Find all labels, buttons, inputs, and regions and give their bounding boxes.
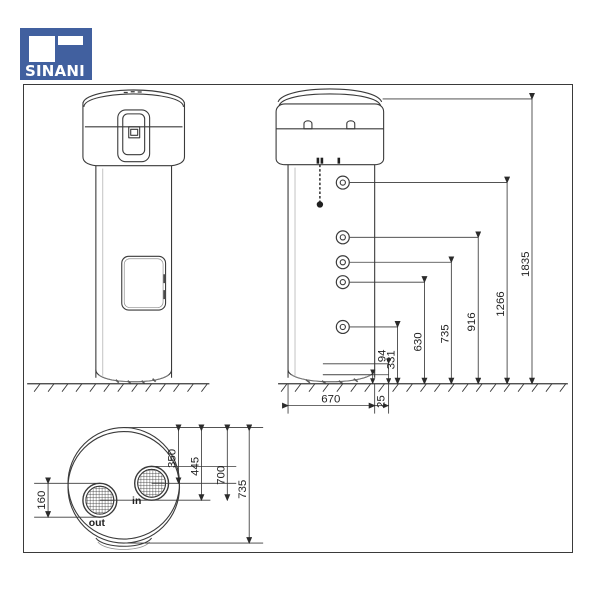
top-plan-view [34,424,264,550]
dim-label-735: 735 [439,324,451,343]
dim-label-445: 445 [189,457,201,476]
dimension-labels: 1835 1266 916 735 630 331 94 670 25 350 … [36,252,532,530]
horizontal-dimension-set [282,383,390,414]
port-label-in: in [132,496,141,507]
technical-drawing-canvas: 1835 1266 916 735 630 331 94 670 25 350 … [27,88,568,550]
brand-logo[interactable]: SINANI [20,28,100,80]
dim-label-1266: 1266 [495,291,507,316]
dim-label-670: 670 [321,394,340,406]
dim-label-1835: 1835 [520,252,532,277]
front-view-ground-line [27,383,210,392]
brand-logo-text: SINANI [25,62,85,80]
dim-label-331: 331 [386,350,398,369]
technical-drawing-frame: 1835 1266 916 735 630 331 94 670 25 350 … [23,84,573,553]
vertical-dimension-set [322,92,535,385]
sinani-logo-mark [20,28,92,80]
dim-label-700: 700 [215,466,227,485]
dim-label-350: 350 [167,449,179,468]
dim-label-94: 94 [377,349,389,362]
front-view-unit [82,89,186,385]
side-view-unit [275,88,385,385]
dim-label-735-plan: 735 [237,480,249,499]
side-view-ground-line [278,383,568,392]
dim-label-25: 25 [376,395,388,408]
port-label-out: out [89,518,106,529]
dim-label-160: 160 [36,491,48,510]
side-view-ports [335,175,350,335]
dim-label-916: 916 [466,312,478,331]
dim-label-630: 630 [412,332,424,351]
